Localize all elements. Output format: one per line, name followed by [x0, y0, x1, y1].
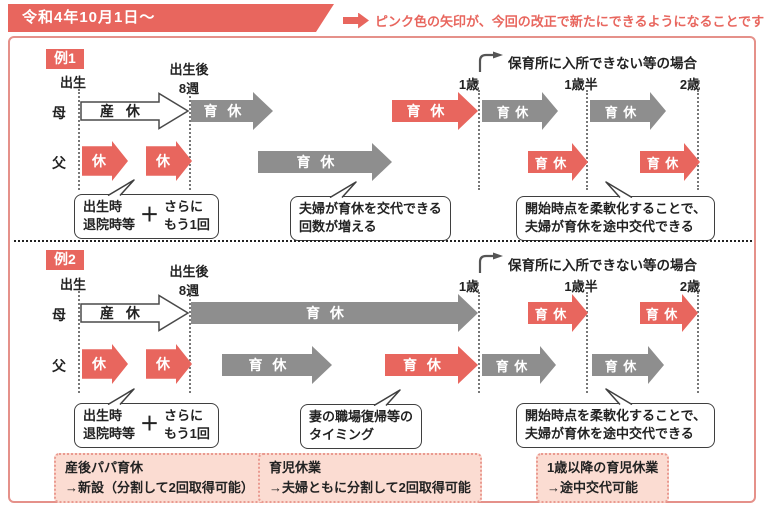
ex2-nursery-note: 保育所に入所できない等の場合 [508, 258, 697, 273]
ex1-age1half-line [586, 90, 588, 190]
ex2-mother-sankyu-arrow: 産 休 [80, 294, 190, 332]
callout-tail-icon [107, 179, 135, 196]
callout-tail-icon [329, 181, 357, 198]
ex2-age1-line [478, 292, 480, 393]
text-line: 夫婦が育休を途中交代できる [525, 426, 694, 442]
text-line: もう1回 [164, 426, 210, 442]
text-line: →夫婦ともに分割して2回取得可能 [269, 479, 471, 495]
ex1-callout-birth-left: 出生時 退院時等 [83, 198, 135, 234]
ex2-callout-flex: 開始時点を柔軟化することで、 夫婦が育休を途中交代できる [516, 388, 716, 449]
ex1-callout-birth: 出生時 退院時等 ＋ さらに もう1回 [74, 179, 219, 240]
plus-sign: ＋ [140, 204, 160, 226]
ex1-mother-sankyu-label: 産 休 [100, 103, 144, 119]
plus-sign: ＋ [140, 413, 160, 435]
legend: ピンク色の矢印が、今回の改正で新たにできるようになることです [343, 11, 764, 30]
text-line: 開始時点を柔軟化することで、 [525, 201, 707, 216]
text-line: 育児休業 [269, 460, 322, 475]
ex1-week8-line [189, 89, 191, 190]
footer-box-childcare-leave: 育児休業 →夫婦ともに分割して2回取得可能 [258, 453, 482, 503]
ex2-week8-line [189, 291, 191, 393]
text-line: →新設（分割して2回取得可能） [65, 479, 254, 495]
footer-box-papa-leave: 産後パパ育休 →新設（分割して2回取得可能） [54, 453, 265, 503]
ex2-callout-return: 妻の職場復帰等の タイミング [300, 389, 423, 450]
text-line: 出生時 [83, 199, 123, 214]
ex1-age1half-label: 1歳半 [564, 77, 598, 92]
text-line: さらに [164, 199, 204, 214]
ex1-mother-sankyu-arrow: 産 休 [80, 92, 190, 130]
white-arrow-shape [80, 294, 190, 332]
ex2-week8-label: 出生後 8週 [163, 261, 215, 299]
ex2-mother-sankyu-label: 産 休 [100, 305, 144, 321]
ex2-callout-birth-right: さらに もう1回 [164, 407, 210, 443]
ex1-nursery-note: 保育所に入所できない等の場合 [508, 56, 697, 71]
ex2-elbow-arrow-icon [477, 252, 505, 274]
ex2-father-label: 父 [52, 358, 66, 374]
ex1-father-label: 父 [52, 155, 66, 171]
example2-badge: 例2 [46, 250, 84, 270]
ex1-week8-line2: 8週 [178, 81, 200, 96]
text-line: タイミング [309, 427, 375, 443]
ex1-age1-line [478, 90, 480, 190]
text-line: 退院時等 [83, 217, 136, 233]
text-line: 出生時 [83, 408, 123, 423]
ex1-week8-label: 出生後 8週 [163, 59, 215, 97]
ex2-age1-label: 1歳 [458, 279, 480, 294]
date-header: 令和4年10月1日～ [8, 4, 334, 32]
ex1-birth-line [78, 89, 80, 190]
pink-arrow-icon [343, 12, 369, 29]
text-line: 夫婦が育休を途中交代できる [525, 219, 694, 235]
callout-tail-icon [605, 181, 633, 198]
ex2-birth-label: 出生 [60, 277, 87, 292]
callout-tail-icon [107, 388, 135, 405]
ex2-mother-label: 母 [52, 307, 66, 323]
ex1-elbow-arrow-icon [477, 51, 505, 73]
ex2-week8-line1: 出生後 [169, 264, 209, 279]
text-line: 退院時等 [83, 426, 136, 442]
ex1-mother-label: 母 [52, 105, 66, 121]
ex1-age1-label: 1歳 [458, 77, 480, 92]
text-line: →途中交代可能 [547, 479, 639, 495]
ex2-week8-line2: 8週 [178, 283, 200, 298]
white-arrow-shape [80, 92, 190, 130]
ex2-age1half-label: 1歳半 [564, 279, 598, 294]
text-line: 夫婦が育休を交代できる [299, 201, 442, 216]
ex1-birth-label: 出生 [60, 75, 87, 90]
callout-tail-icon [605, 388, 633, 405]
text-line: さらに [164, 408, 204, 423]
ex1-callout-swap: 夫婦が育休を交代できる 回数が増える [290, 181, 451, 242]
ex2-age2-line [697, 292, 699, 393]
text-line: 妻の職場復帰等の [309, 409, 414, 424]
footer-box-after-age1: 1歳以降の育児休業 →途中交代可能 [536, 453, 670, 503]
example-divider [14, 240, 752, 242]
ex2-age2-label: 2歳 [679, 279, 701, 294]
text-line: もう1回 [164, 217, 210, 233]
ex1-week8-line1: 出生後 [169, 62, 209, 77]
ex1-age2-label: 2歳 [679, 77, 701, 92]
ex1-callout-flex: 開始時点を柔軟化することで、 夫婦が育休を途中交代できる [516, 181, 716, 242]
example1-badge: 例1 [46, 49, 84, 69]
ex1-callout-birth-right: さらに もう1回 [164, 198, 210, 234]
text-line: 産後パパ育休 [65, 460, 144, 475]
text-line: 1歳以降の育児休業 [547, 460, 659, 475]
legend-text: ピンク色の矢印が、今回の改正で新たにできるようになることです [375, 14, 765, 29]
ex1-age2-line [697, 90, 699, 190]
text-line: 開始時点を柔軟化することで、 [525, 408, 707, 423]
ex2-callout-birth-left: 出生時 退院時等 [83, 407, 135, 443]
text-line: 回数が増える [299, 219, 377, 235]
ex2-age1half-line [586, 292, 588, 393]
ex2-birth-line [78, 291, 80, 393]
ex2-callout-birth: 出生時 退院時等 ＋ さらに もう1回 [74, 388, 219, 449]
callout-tail-icon [373, 389, 401, 406]
